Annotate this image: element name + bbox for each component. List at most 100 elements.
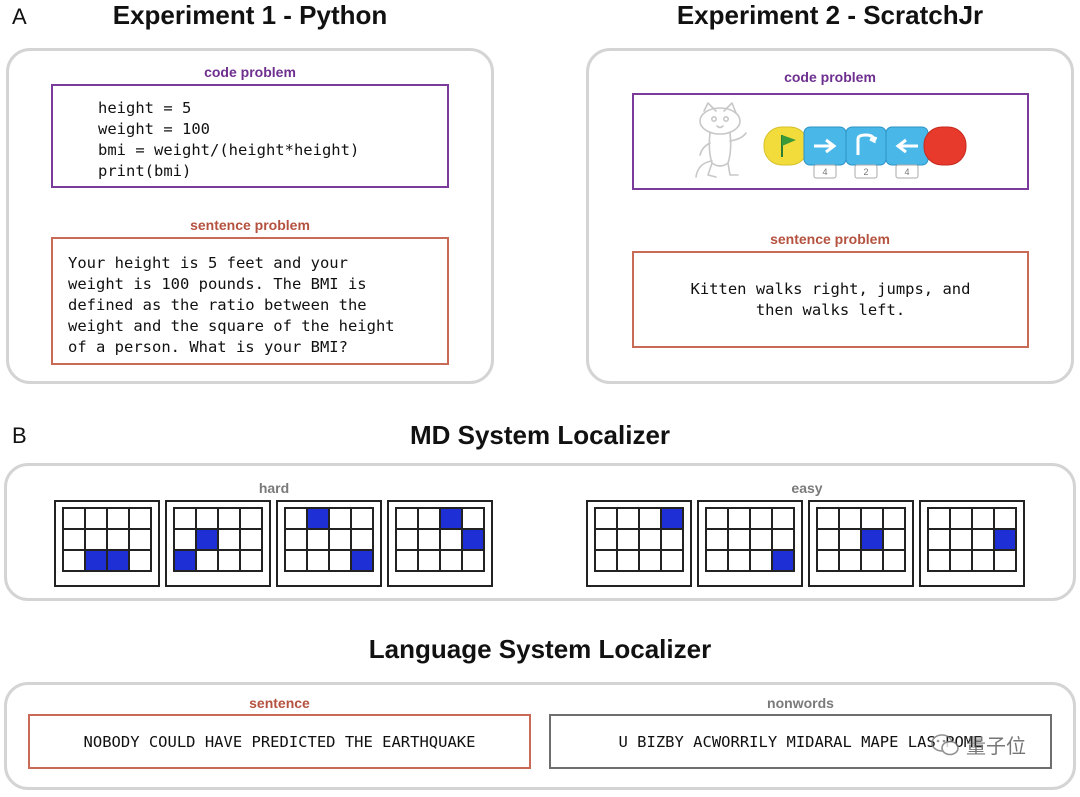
grid-cell	[706, 508, 728, 529]
exp1-sentence-label: sentence problem	[190, 217, 310, 233]
grid-cell-filled	[351, 550, 373, 571]
grid-cell	[329, 529, 351, 550]
exp2-sentence-line: then walks left.	[755, 300, 906, 319]
grid-cell-filled	[994, 529, 1016, 550]
grid-cell	[728, 550, 750, 571]
grid-cell	[817, 508, 839, 529]
grid-cell	[218, 508, 240, 529]
grid-cell	[861, 550, 883, 571]
exp2-code-box: 4 2 4	[632, 93, 1029, 190]
grid-cell	[617, 529, 639, 550]
grid-cell	[240, 550, 262, 571]
grid-cell	[928, 529, 950, 550]
grid-cell	[928, 508, 950, 529]
green-flag-start-block	[763, 126, 809, 166]
grid-cell	[639, 550, 661, 571]
green-flag-icon	[782, 135, 796, 146]
grid-cell	[63, 508, 85, 529]
sentence-condition-box: NOBODY COULD HAVE PREDICTED THE EARTHQUA…	[28, 714, 531, 769]
grid-cell	[240, 508, 262, 529]
easy-grid-4	[919, 500, 1025, 587]
grid-cell	[928, 550, 950, 571]
grid-cell	[285, 550, 307, 571]
grid-cell-filled	[107, 550, 129, 571]
exp1-code-label: code problem	[204, 64, 296, 80]
panel-b-letter: B	[12, 423, 27, 448]
grid-cell	[440, 529, 462, 550]
language-localizer-title: Language System Localizer	[368, 634, 712, 664]
block-count-2: 2	[863, 167, 868, 177]
grid-cell	[329, 550, 351, 571]
grid-cell	[396, 550, 418, 571]
grid-cell	[972, 550, 994, 571]
grid-cell	[129, 550, 151, 571]
grid-cell	[218, 529, 240, 550]
md-localizer-panel	[4, 463, 1076, 601]
grid-cell	[85, 529, 107, 550]
arrow-left-icon	[895, 138, 918, 154]
grid-cell-filled	[196, 529, 218, 550]
exp1-sentence-line: defined as the ratio between the	[68, 296, 367, 314]
grid-cell-filled	[174, 550, 196, 571]
exp1-sentence-line: weight is 100 pounds. The BMI is	[68, 275, 367, 293]
sentence-condition-label: sentence	[249, 695, 310, 711]
scratch-cat-icon	[695, 102, 747, 178]
hard-label: hard	[258, 480, 290, 496]
exp1-sentence-line: of a person. What is your BMI?	[68, 338, 348, 356]
md-localizer-title: MD System Localizer	[409, 420, 671, 450]
experiment-2-panel	[586, 48, 1074, 384]
grid-cell	[396, 529, 418, 550]
grid-cell-filled	[661, 508, 683, 529]
hard-grid-2	[165, 500, 271, 587]
grid-cell	[639, 508, 661, 529]
grid-cell	[617, 508, 639, 529]
exp2-code-label: code problem	[784, 69, 876, 85]
grid-cell	[750, 529, 772, 550]
grid-cell	[307, 529, 329, 550]
language-localizer-panel	[4, 682, 1076, 790]
grid-cell	[595, 529, 617, 550]
grid-cell	[706, 550, 728, 571]
grid-cell	[839, 550, 861, 571]
grid-cell	[285, 508, 307, 529]
watermark: 量子位	[930, 730, 1026, 759]
grid-cell	[706, 529, 728, 550]
nonwords-condition-text: U BIZBY ACWORRILY MIDARAL MAPE LAS POME	[618, 732, 983, 751]
grid-cell	[285, 529, 307, 550]
grid-cell	[994, 550, 1016, 571]
grid-cell	[817, 550, 839, 571]
scratchjr-program: 4 2 4	[763, 126, 967, 179]
grid-cell	[883, 550, 905, 571]
block-count-3: 4	[904, 167, 909, 177]
grid-cell	[950, 529, 972, 550]
grid-cell-filled	[861, 529, 883, 550]
end-block	[923, 126, 967, 166]
easy-grid-set	[586, 500, 1025, 587]
jump-icon	[856, 133, 878, 155]
grid-cell	[63, 550, 85, 571]
grid-cell	[418, 508, 440, 529]
grid-cell	[240, 529, 262, 550]
exp1-code-line: print(bmi)	[98, 162, 192, 180]
grid-cell-filled	[307, 508, 329, 529]
nonwords-condition-box: U BIZBY ACWORRILY MIDARAL MAPE LAS POME	[549, 714, 1052, 769]
grid-cell	[839, 529, 861, 550]
grid-cell	[462, 508, 484, 529]
grid-cell	[440, 550, 462, 571]
grid-cell	[772, 529, 794, 550]
hard-grid-set	[54, 500, 493, 587]
grid-cell	[661, 550, 683, 571]
grid-cell	[883, 508, 905, 529]
nonwords-condition-label: nonwords	[767, 695, 834, 711]
grid-cell	[750, 508, 772, 529]
experiment-1-panel	[6, 48, 494, 384]
exp1-sentence-line: Your height is 5 feet and your	[68, 254, 348, 272]
grid-cell	[595, 550, 617, 571]
grid-cell	[728, 529, 750, 550]
grid-cell	[750, 550, 772, 571]
grid-cell	[107, 508, 129, 529]
panel-a-letter: A	[12, 4, 27, 29]
grid-cell	[307, 550, 329, 571]
exp1-code-line: bmi = weight/(height*height)	[98, 141, 360, 159]
